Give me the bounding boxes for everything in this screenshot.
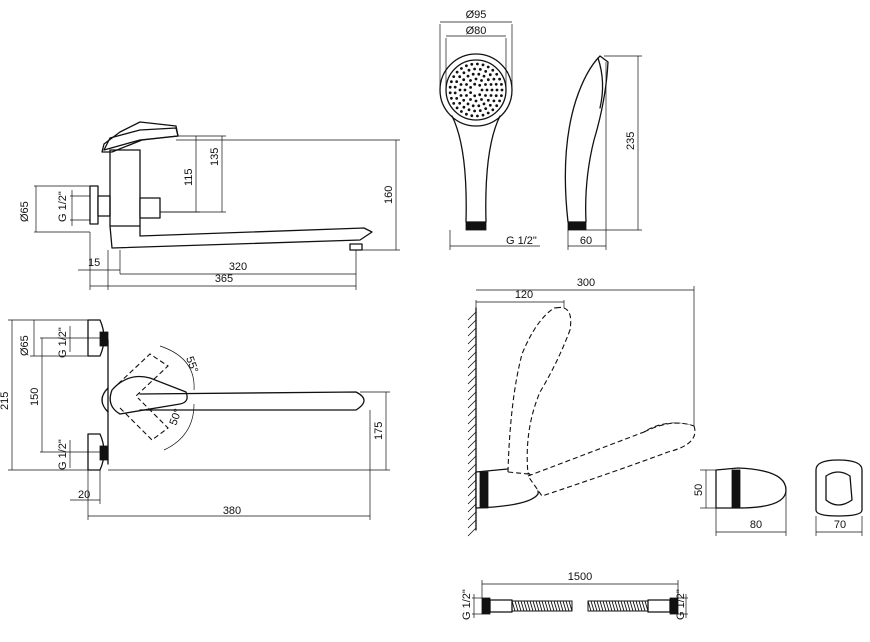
wall-dim-300: 300	[577, 277, 595, 289]
side-dim-320: 320	[229, 261, 247, 273]
head-dim-60: 60	[580, 235, 592, 247]
shower-head-front	[439, 21, 540, 250]
top-dim-g12-a: G 1/2"	[57, 327, 69, 358]
wall-mount-view	[467, 286, 696, 537]
mixer-side-view	[34, 121, 400, 290]
side-dim-160: 160	[383, 186, 395, 204]
holder-dim-50: 50	[693, 484, 705, 496]
side-dim-135: 135	[209, 148, 221, 166]
side-dim-15: 15	[88, 257, 100, 269]
top-dim-215: 215	[0, 392, 11, 410]
head-dim-g12: G 1/2"	[506, 235, 537, 247]
side-dim-65: Ø65	[19, 201, 31, 222]
shower-head-side	[564, 55, 642, 250]
top-dim-380: 380	[223, 505, 241, 517]
head-dim-95: Ø95	[466, 9, 487, 21]
hose-dim-1500: 1500	[568, 571, 592, 583]
mixer-top-view	[8, 319, 390, 520]
wall-dim-120: 120	[515, 289, 533, 301]
top-dim-50: 50°	[168, 407, 185, 427]
head-dim-235: 235	[625, 132, 637, 150]
top-dim-20: 20	[78, 489, 90, 501]
hose-dim-g12-left: G 1/2"	[461, 589, 473, 620]
head-dim-80: Ø80	[466, 25, 487, 37]
holder-dim-70: 70	[834, 519, 846, 531]
side-dim-115: 115	[183, 168, 195, 186]
side-dim-g12: G 1/2"	[57, 191, 69, 222]
hose-dim-g12-right: G 1/2"	[675, 589, 687, 620]
side-dim-365: 365	[215, 273, 233, 285]
top-dim-65: Ø65	[19, 335, 31, 356]
shower-hose	[472, 580, 688, 618]
holder-dim-80: 80	[750, 519, 762, 531]
holder-details	[700, 459, 863, 536]
top-dim-150: 150	[29, 388, 41, 406]
top-dim-g12-b: G 1/2"	[57, 439, 69, 470]
top-dim-55: 55°	[183, 355, 200, 375]
top-dim-175: 175	[373, 422, 385, 440]
